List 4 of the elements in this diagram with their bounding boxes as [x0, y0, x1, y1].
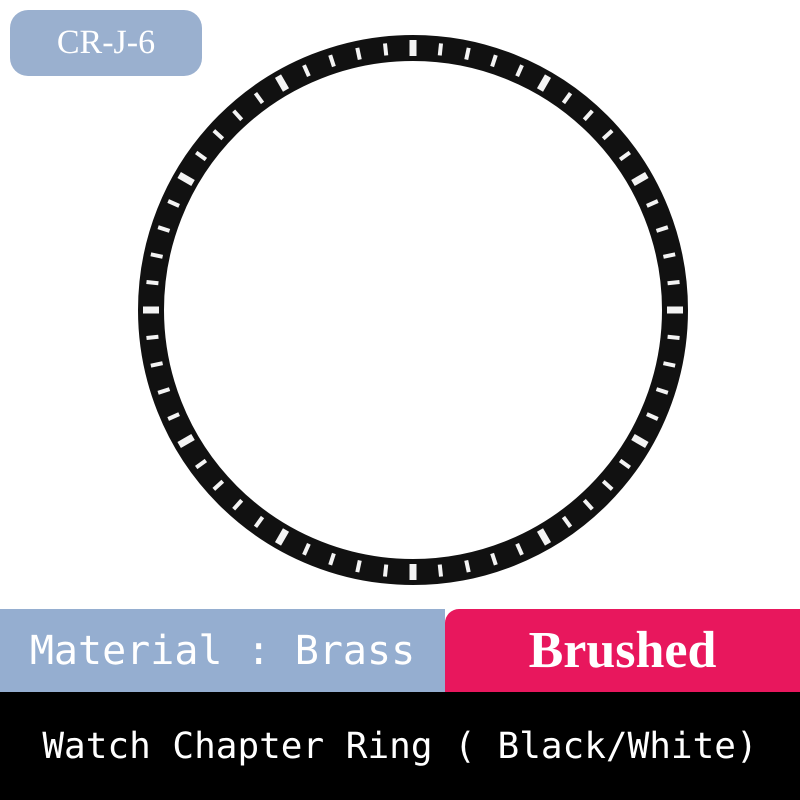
material-label: Material : Brass	[0, 609, 445, 692]
product-title: Watch Chapter Ring ( Black/White)	[0, 692, 800, 800]
finish-label: Brushed	[445, 609, 800, 692]
model-code-tag: CR-J-6	[10, 10, 202, 76]
